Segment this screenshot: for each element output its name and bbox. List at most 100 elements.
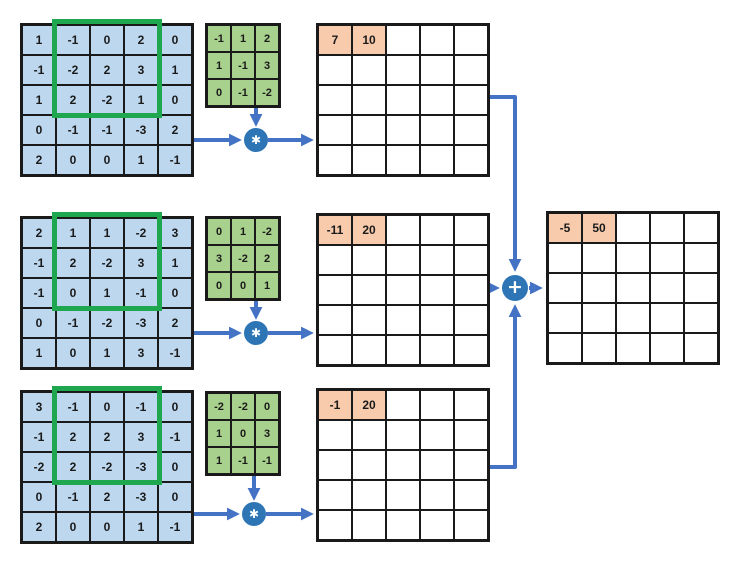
matrix-cell: -1 (124, 392, 158, 422)
matrix-cell: 1 (158, 248, 192, 278)
matrix-cell: 0 (231, 420, 255, 447)
matrix-cell: -2 (56, 55, 90, 85)
matrix-cell: 2 (56, 248, 90, 278)
matrix-cell (352, 335, 386, 365)
matrix-cell (454, 480, 488, 510)
matrix-cell (352, 145, 386, 175)
matrix-cell: -1 (22, 278, 56, 308)
matrix-cell (548, 273, 582, 303)
matrix-cell: -1 (56, 115, 90, 145)
matrix-cell (454, 335, 488, 365)
matrix-cell (684, 213, 718, 243)
matrix-cell: -3 (124, 452, 158, 482)
matrix-cell: -1 (90, 115, 124, 145)
matrix-cell: 0 (231, 272, 255, 299)
convolution-operator-icon: ✱ (244, 128, 268, 152)
matrix-cell: 0 (158, 452, 192, 482)
addition-operator-icon: + (502, 275, 528, 301)
matrix-cell: 0 (158, 392, 192, 422)
matrix-cell: 3 (124, 338, 158, 368)
matrix-cell: 1 (231, 218, 255, 245)
convolution-symbol: ✱ (248, 507, 260, 521)
matrix-cell (386, 275, 420, 305)
matrix-cell: 0 (22, 308, 56, 338)
matrix-cell: -2 (124, 218, 158, 248)
matrix-cell: 3 (255, 52, 279, 79)
matrix-cell: 2 (90, 422, 124, 452)
matrix-cell (420, 390, 454, 420)
matrix-cell (420, 55, 454, 85)
matrix-cell: -1 (22, 55, 56, 85)
matrix-cell: -1 (158, 512, 192, 542)
matrix-cell: 0 (90, 145, 124, 175)
matrix-cell (352, 55, 386, 85)
matrix-cell (454, 510, 488, 540)
matrix-cell (548, 243, 582, 273)
matrix-cell: 2 (90, 55, 124, 85)
matrix-cell (386, 115, 420, 145)
matrix-cell: 3 (22, 392, 56, 422)
matrix-cell (420, 305, 454, 335)
matrix-cell: -1 (231, 447, 255, 474)
matrix-cell: 2 (124, 25, 158, 55)
matrix-cell: 0 (158, 482, 192, 512)
matrix-cell (684, 303, 718, 333)
matrix-cell: 0 (56, 145, 90, 175)
convolution-symbol: ✱ (250, 326, 262, 340)
matrix-cell (582, 303, 616, 333)
matrix-cell (318, 335, 352, 365)
matrix-cell (352, 115, 386, 145)
matrix-cell (454, 245, 488, 275)
matrix-cell: 1 (255, 272, 279, 299)
matrix-cell (386, 55, 420, 85)
matrix-cell: -3 (124, 115, 158, 145)
matrix-cell (454, 450, 488, 480)
matrix-cell: 0 (207, 79, 231, 106)
matrix-cell: -2 (255, 79, 279, 106)
matrix-cell: -1 (158, 338, 192, 368)
matrix-cell: -2 (90, 85, 124, 115)
matrix-cell: 0 (158, 278, 192, 308)
matrix-cell: -3 (124, 308, 158, 338)
matrix-cell: -1 (56, 392, 90, 422)
matrix-cell (454, 305, 488, 335)
matrix-cell: -2 (90, 452, 124, 482)
matrix-cell: 0 (56, 512, 90, 542)
matrix-cell: -1 (255, 447, 279, 474)
matrix-cell (616, 303, 650, 333)
matrix-cell: -2 (90, 248, 124, 278)
matrix-cell: -1 (56, 25, 90, 55)
convolution-operator-icon: ✱ (244, 321, 268, 345)
matrix-cell: 1 (90, 338, 124, 368)
matrix-cell (318, 85, 352, 115)
matrix-cell: 10 (352, 25, 386, 55)
matrix-cell: 1 (124, 512, 158, 542)
matrix-cell (386, 450, 420, 480)
matrix-cell (386, 25, 420, 55)
matrix-cell (454, 55, 488, 85)
matrix-cell: 0 (56, 338, 90, 368)
matrix-cell (386, 215, 420, 245)
matrix-cell (386, 510, 420, 540)
matrix-cell (318, 115, 352, 145)
matrix-cell (548, 303, 582, 333)
matrix-cell: 3 (158, 218, 192, 248)
matrix-cell (420, 420, 454, 450)
matrix-cell: 0 (22, 115, 56, 145)
matrix-cell (318, 420, 352, 450)
matrix-cell: 0 (90, 512, 124, 542)
matrix-cell (386, 390, 420, 420)
matrix-cell (318, 275, 352, 305)
matrix-cell: -2 (255, 218, 279, 245)
matrix-cell: -1 (158, 422, 192, 452)
matrix-cell (650, 273, 684, 303)
matrix-cell: 2 (56, 85, 90, 115)
matrix-cell (420, 450, 454, 480)
matrix-cell: 0 (158, 25, 192, 55)
matrix-cell: 0 (207, 218, 231, 245)
matrix-cell (684, 243, 718, 273)
matrix-cell (454, 275, 488, 305)
